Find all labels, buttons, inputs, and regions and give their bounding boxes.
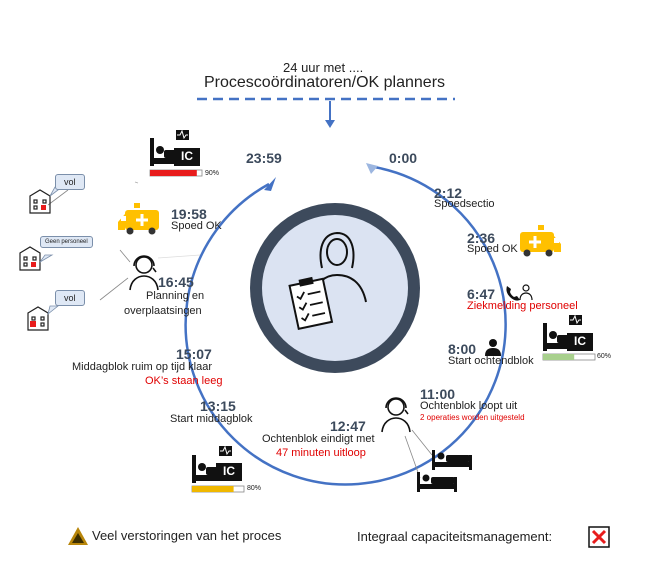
phone-person-icon (506, 284, 533, 301)
cross-mark-icon (591, 529, 607, 545)
header-arrow-head (325, 120, 335, 128)
label-0236: Spoed OK (467, 243, 518, 255)
header-line2: Procescoördinatoren/OK planners (204, 74, 446, 91)
ic-pct-top: 90% (205, 170, 220, 177)
ic-pct-right: 60% (597, 353, 612, 360)
time-0000: 0:00 (389, 150, 418, 166)
hospital-icon-1 (29, 189, 51, 214)
time-1100: 11:00 (420, 386, 456, 402)
connector-line-1 (47, 189, 69, 206)
footer-right-label: Integraal capaciteitsmanagement: (357, 529, 553, 544)
time-1958: 19:58 (171, 206, 207, 222)
time-circle-arrowhead (264, 177, 276, 191)
ic-label-top: IC (181, 149, 193, 163)
label-1247: Ochtenblok eindigt met (262, 433, 375, 445)
time-1507: 15:07 (176, 346, 212, 362)
sub-1247: 47 minuten uitloop (276, 447, 366, 459)
ic-label-bottom: IC (223, 464, 235, 478)
time-1247: 12:47 (330, 418, 366, 434)
time-0647: 6:47 (467, 286, 496, 302)
ic-bed-icon-bottom (192, 445, 242, 483)
ic-bar-top-fill (150, 170, 197, 176)
label-0212: Spoedsectio (434, 198, 495, 210)
hospital-icon-3 (27, 306, 49, 331)
ic-bed-icon-top (150, 129, 200, 166)
hospital-icon-2 (19, 246, 41, 271)
clipboard-icon (288, 276, 334, 331)
label-0647: Ziekmelding personeel (467, 300, 578, 312)
header-line1: 24 uur met .... (283, 60, 364, 75)
time-0212: 2:12 (434, 185, 463, 201)
time-2359: 23:59 (246, 150, 282, 166)
ic-pct-bottom: 80% (247, 485, 262, 492)
bubble-2-tail (39, 254, 54, 263)
label-1100: Ochtenblok loopt uit (420, 400, 518, 412)
ambulance-icon-left (118, 203, 159, 235)
label-1645-b: overplaatsingen (124, 305, 202, 317)
ic-bar-bottom-fill (192, 486, 234, 492)
bed-icon-1 (432, 450, 472, 470)
bubble-1: vol (55, 174, 85, 190)
bubble-3-tail (47, 305, 60, 316)
connector-line-2 (119, 249, 131, 263)
label-1645-a: Planning en (146, 290, 205, 302)
time-1315: 13:15 (200, 398, 236, 414)
headset-person-icon-left (129, 255, 159, 291)
sub-1100: 2 operaties worden uitgesteld (420, 413, 525, 422)
center-inner (262, 215, 408, 361)
person-icon (485, 339, 501, 356)
label-1958: Spoed OK (171, 220, 222, 232)
label-1507: Middagblok ruim op tijd klaar (72, 361, 213, 373)
hospital-2-marker (31, 262, 36, 267)
hospital-3-marker (30, 321, 36, 327)
bubble-3: vol (55, 290, 85, 306)
sub-1507: OK’s staan leeg (145, 375, 223, 387)
time-0236: 2:36 (467, 230, 496, 246)
time-0800: 8:00 (448, 341, 477, 357)
footer-left-label: Veel verstoringen van het proces (92, 528, 282, 543)
start-chevron-icon (366, 163, 378, 174)
time-1645: 16:45 (158, 274, 194, 290)
label-0800: Start ochtendblok (448, 355, 534, 367)
time-circle (184, 165, 507, 486)
hospital-1-marker (41, 205, 46, 210)
ic-label-right: IC (574, 334, 586, 348)
bed-icon-2 (417, 472, 457, 492)
headset-person-icon-right (381, 397, 411, 433)
connector-line-3 (99, 277, 129, 301)
ambulance-icon-right (520, 225, 561, 257)
bubble-2: Geen personeel (40, 236, 93, 248)
label-1315: Start middagblok (170, 413, 253, 425)
ic-bed-icon-right (543, 314, 593, 351)
ic-bar-right-fill (543, 354, 575, 360)
connector-line-5 (404, 435, 421, 479)
connector-line-4 (411, 429, 433, 456)
